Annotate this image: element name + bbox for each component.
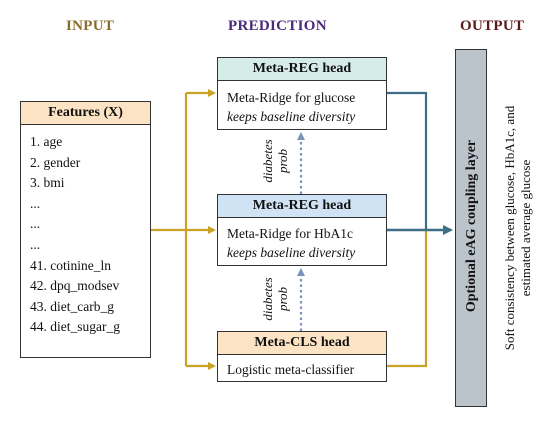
meta-cls-desc: Logistic meta-classifier bbox=[227, 362, 355, 377]
meta-cls-title: Meta-CLS head bbox=[218, 332, 386, 355]
feature-item: ... bbox=[30, 195, 41, 211]
features-title: Features (X) bbox=[21, 102, 150, 125]
eag-coupling-layer-title: Optional eAG coupling layer bbox=[464, 139, 479, 313]
meta-reg-hba1c-title: Meta-REG head bbox=[218, 195, 386, 218]
feature-item: 43. diet_carb_g bbox=[30, 298, 114, 314]
features-list: 1. age 2. gender 3. bmi ... ... ... 41. … bbox=[21, 125, 150, 338]
input-column-title: INPUT bbox=[66, 18, 115, 34]
output-description-text: Soft consistency between glucose, HbA1c,… bbox=[502, 78, 534, 378]
output-description: Soft consistency between glucose, HbA1c,… bbox=[493, 49, 543, 407]
output-desc-line: Soft consistency between glucose, HbA1c,… bbox=[502, 105, 517, 351]
feature-item: 44. diet_sugar_g bbox=[30, 319, 120, 335]
prob-label-line: prob bbox=[275, 286, 290, 312]
eag-coupling-layer-box: Optional eAG coupling layer bbox=[455, 49, 487, 407]
meta-reg-hba1c-box: Meta-REG head Meta-Ridge for HbA1c keeps… bbox=[217, 194, 387, 266]
feature-item: 42. dpq_modsev bbox=[30, 278, 120, 294]
feature-item: ... bbox=[30, 236, 41, 252]
output-desc-line: estimated average glucose bbox=[518, 159, 533, 297]
meta-reg-glucose-note: keeps baseline diversity bbox=[227, 109, 356, 124]
diabetes-prob-label-upper: diabetes prob bbox=[260, 131, 290, 191]
output-arrows bbox=[387, 91, 453, 368]
meta-reg-hba1c-desc: Meta-Ridge for HbA1c bbox=[227, 226, 353, 241]
features-box: Features (X) 1. age 2. gender 3. bmi ...… bbox=[20, 101, 151, 358]
feature-arrows bbox=[151, 89, 216, 370]
feature-item: ... bbox=[30, 216, 41, 232]
diabetes-prob-label-lower: diabetes prob bbox=[260, 269, 290, 329]
prediction-column-title: PREDICTION bbox=[228, 18, 327, 34]
meta-cls-box: Meta-CLS head Logistic meta-classifier bbox=[217, 331, 387, 382]
prob-label-line: prob bbox=[275, 148, 290, 174]
feature-item: 1. age bbox=[30, 134, 63, 149]
feature-item: 41. cotinine_ln bbox=[30, 257, 111, 273]
feature-item: 3. bmi bbox=[30, 175, 65, 191]
prob-label-line: diabetes bbox=[260, 277, 275, 321]
meta-reg-glucose-box: Meta-REG head Meta-Ridge for glucose kee… bbox=[217, 57, 387, 130]
feature-item: 2. gender bbox=[30, 154, 81, 170]
meta-reg-glucose-desc: Meta-Ridge for glucose bbox=[227, 90, 356, 105]
output-column-title: OUTPUT bbox=[460, 18, 525, 34]
prob-label-line: diabetes bbox=[260, 139, 275, 183]
meta-reg-glucose-title: Meta-REG head bbox=[218, 58, 386, 81]
meta-reg-hba1c-note: keeps baseline diversity bbox=[227, 245, 356, 260]
